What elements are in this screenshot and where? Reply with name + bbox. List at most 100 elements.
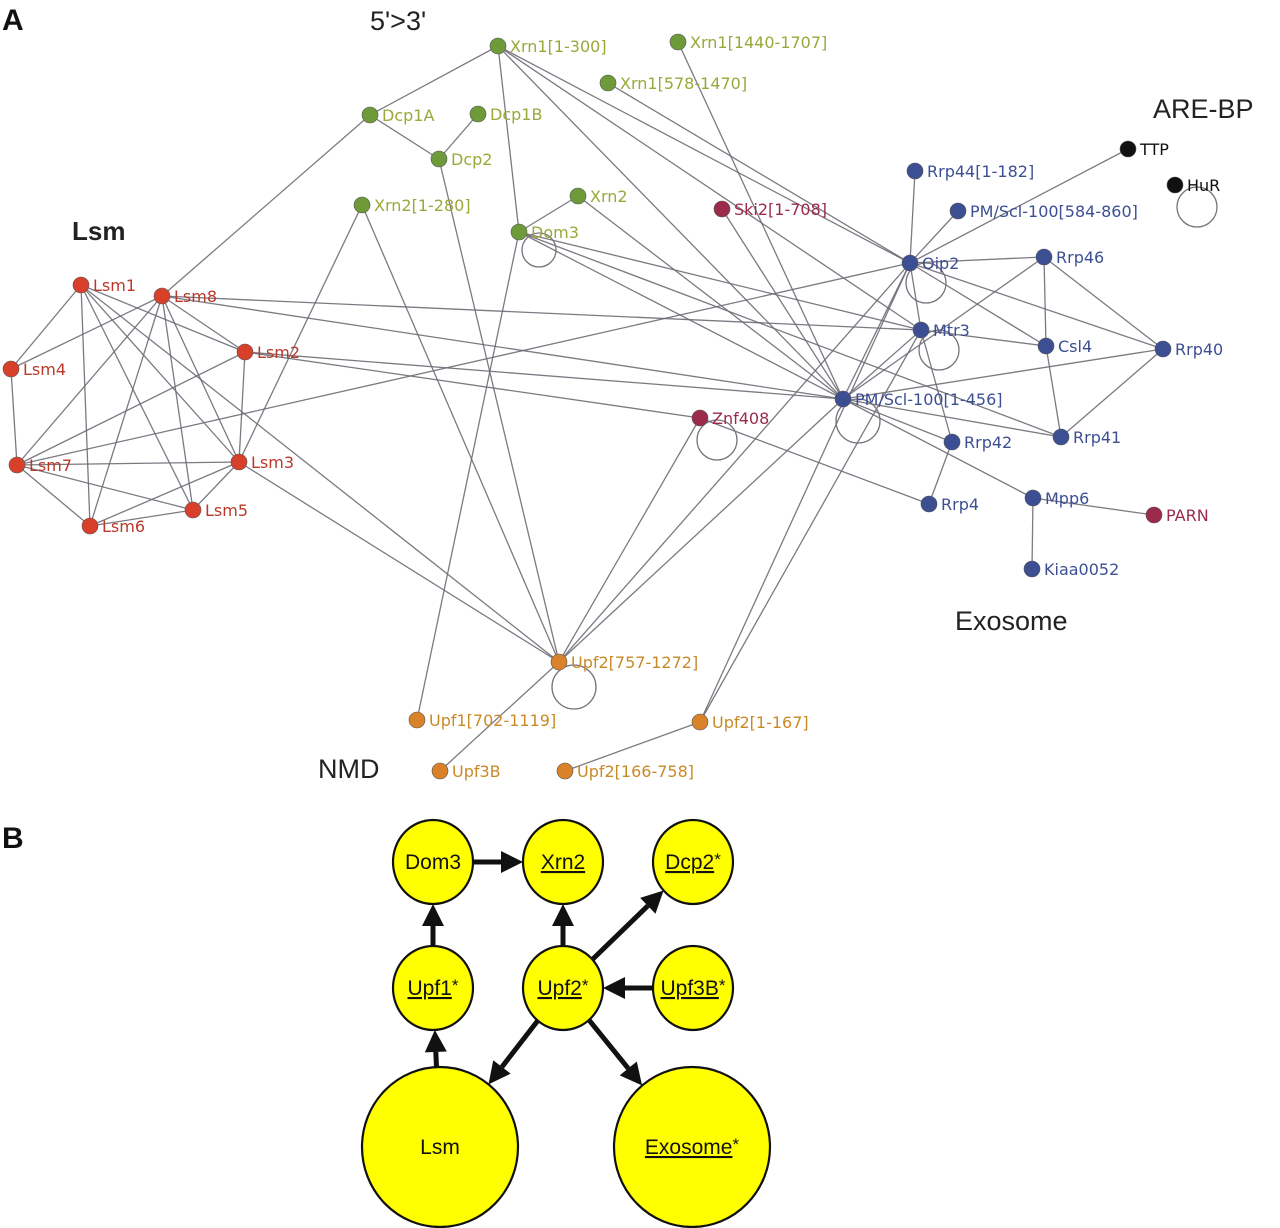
node-ski2: Ski2[1-708] <box>713 200 827 219</box>
self-loop-pmscl1 <box>835 398 881 444</box>
edge-rrp46-rrp40 <box>1043 256 1164 350</box>
edge-lsm2-lsm3 <box>238 351 246 463</box>
node-upf2c: Upf2[757-1272] <box>550 653 698 672</box>
node-dot-hur <box>1166 176 1184 194</box>
node-label-xrn2: Xrn2 <box>590 187 628 206</box>
edge-upf2a-upf2b <box>564 721 701 772</box>
group-label-nmd: NMD <box>318 754 380 784</box>
node-znf408: Znf408 <box>691 409 769 428</box>
group-label-5to3: 5'>3' <box>370 6 426 36</box>
edge-rrp42-rrp4 <box>928 441 953 505</box>
edge-lsm4-lsm7 <box>10 368 18 466</box>
edge-rrp40-rrp41 <box>1060 348 1164 438</box>
edge-xrn1a-dom3 <box>497 45 520 233</box>
summary-node-label-dcp2: Dcp2* <box>665 850 721 874</box>
node-upf1: Upf1[702-1119] <box>408 711 556 730</box>
edge-xrn1c-pmscl1 <box>677 41 844 400</box>
summary-node-upf2: Upf2* <box>521 944 605 1032</box>
node-dot-dom3 <box>510 223 528 241</box>
edge-lsm1-lsm6 <box>80 284 91 527</box>
node-dot-kiaa <box>1023 560 1041 578</box>
node-dot-lsm7 <box>8 456 26 474</box>
summary-node-circle-upf2 <box>521 944 605 1032</box>
node-label-dcp1a: Dcp1A <box>382 106 434 125</box>
arrow-upf1-to-dom3 <box>422 904 444 946</box>
node-dot-mtr3 <box>912 321 930 339</box>
node-label-mtr3: Mtr3 <box>933 321 970 340</box>
arrow-shaft <box>590 904 650 962</box>
edge-oip2-csl4 <box>909 262 1047 347</box>
edge-oip2-upf2a <box>699 262 911 723</box>
node-label-lsm4: Lsm4 <box>23 360 66 379</box>
node-label-dcp2: Dcp2 <box>451 150 492 169</box>
edge-pmscl1-rrp42 <box>842 398 953 443</box>
edge-rrp40-pmscl1 <box>842 348 1164 400</box>
edge-xrn1a-mtr3 <box>497 45 922 331</box>
summary-node-circle-upf1 <box>391 944 475 1032</box>
node-label-upf1: Upf1[702-1119] <box>429 711 556 730</box>
edge-lsm8-lsm5 <box>161 295 194 511</box>
node-rrp40: Rrp40 <box>1154 340 1223 359</box>
arrow-upf2-to-exosome <box>586 1018 643 1086</box>
edge-lsm7-lsm5 <box>16 464 194 511</box>
summary-node-label-xrn2: Xrn2 <box>541 851 585 874</box>
node-label-rrp40: Rrp40 <box>1175 340 1223 359</box>
edge-pmscl1-mpp6 <box>842 398 1034 499</box>
node-dot-upf1 <box>408 711 426 729</box>
summary-node-label-exosome: Exosome* <box>645 1135 740 1159</box>
edge-xrn2f-lsm3 <box>238 204 363 463</box>
node-lsm1: Lsm1 <box>72 276 136 295</box>
node-dot-rrp40 <box>1154 340 1172 358</box>
node-label-lsm1: Lsm1 <box>93 276 136 295</box>
node-dot-dcp2 <box>430 150 448 168</box>
node-dot-xrn1a <box>489 37 507 55</box>
edge-oip2-mtr3 <box>909 262 922 331</box>
summary-node-name: Xrn2 <box>541 851 585 874</box>
node-dot-parn <box>1145 506 1163 524</box>
panel-a-edges <box>10 41 1164 772</box>
arrow-head <box>603 977 625 999</box>
node-dot-lsm1 <box>72 276 90 294</box>
node-dot-pmscl1 <box>834 390 852 408</box>
edge-oip2-pmscl1 <box>842 262 911 400</box>
edge-lsm8-mtr3 <box>161 295 922 331</box>
edge-ski2-pmscl1 <box>721 208 844 400</box>
group-label-are-bp: ARE-BP <box>1153 94 1254 124</box>
node-dcp1a: Dcp1A <box>361 106 434 125</box>
edge-mpp6-parn <box>1032 497 1155 516</box>
node-label-rrp4: Rrp4 <box>941 495 979 514</box>
node-dot-mpp6 <box>1024 489 1042 507</box>
node-label-rrp46: Rrp46 <box>1056 248 1104 267</box>
edge-csl4-rrp41 <box>1045 345 1062 438</box>
node-dot-rrp46 <box>1035 248 1053 266</box>
edge-xrn1b-oip2 <box>607 82 911 264</box>
edge-xrn1a-oip2 <box>497 45 911 264</box>
node-label-dcp1b: Dcp1B <box>490 105 542 124</box>
arrow-upf2-to-lsm <box>488 1019 540 1085</box>
summary-node-label-upf1: Upf1* <box>408 976 459 1000</box>
node-label-ttp: TTP <box>1139 140 1169 159</box>
node-label-xrn2f: Xrn2[1-280] <box>374 196 471 215</box>
edge-pmscl1-rrp41 <box>842 398 1062 438</box>
node-hur: HuR <box>1166 176 1220 195</box>
edge-mtr3-pmscl1 <box>842 329 922 400</box>
summary-node-upf1: Upf1* <box>391 944 475 1032</box>
summary-node-star: * <box>452 976 459 995</box>
node-label-dom3: Dom3 <box>531 223 579 242</box>
summary-node-circle-xrn2 <box>521 818 605 906</box>
node-pmscl2: PM/Scl-100[584-860] <box>949 202 1138 221</box>
edge-mtr3-upf2a <box>699 329 922 723</box>
edge-lsm2-lsm7 <box>16 351 246 466</box>
node-label-upf2c: Upf2[757-1272] <box>571 653 698 672</box>
edge-lsm8-lsm7 <box>16 295 163 466</box>
edge-oip2-upf2c <box>558 262 911 663</box>
node-dot-dcp1a <box>361 106 379 124</box>
self-loop-dom3 <box>521 232 557 268</box>
node-label-pmscl1: PM/Scl-100[1-456] <box>855 390 1003 409</box>
summary-node-circle-exosome <box>612 1065 772 1228</box>
edge-lsm8-lsm4 <box>10 295 163 370</box>
summary-node-exosome: Exosome* <box>612 1065 772 1228</box>
summary-node-name: Dom3 <box>405 851 461 874</box>
edge-xrn1a-dcp1a <box>369 45 499 116</box>
node-lsm5: Lsm5 <box>184 501 248 520</box>
